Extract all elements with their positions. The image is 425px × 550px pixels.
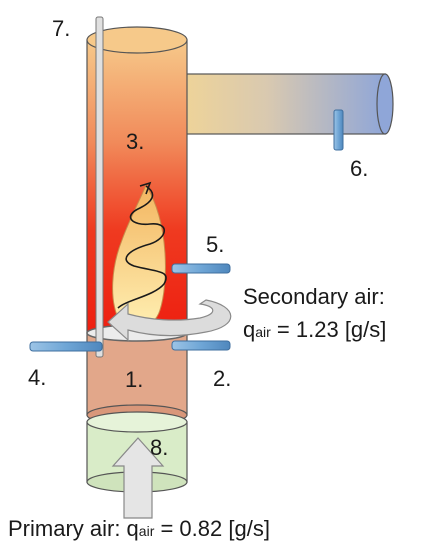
swirl-arrowhead — [139, 181, 152, 195]
label-2: 2. — [213, 366, 231, 391]
secondary-air-swirl-arrow — [107, 299, 232, 342]
label-1: 1. — [125, 367, 143, 392]
label-8: 8. — [150, 435, 168, 460]
label-6: 6. — [350, 156, 368, 181]
primary-air-prefix: Primary air: q — [8, 516, 139, 541]
label-7: 7. — [52, 16, 70, 41]
inlet-4-rod — [29, 341, 103, 352]
secondary-air-flow: qair = 1.23 [g/s] — [243, 317, 386, 342]
label-4: 4. — [28, 365, 46, 390]
primary-q-value: = 0.82 [g/s] — [154, 516, 270, 541]
secondary-q-symbol: q — [243, 317, 255, 342]
secondary-air-title: Secondary air: — [243, 284, 385, 309]
secondary-q-value: = 1.23 [g/s] — [271, 317, 387, 342]
inlet-2-rod — [171, 340, 231, 351]
primary-air-label: Primary air: qair = 0.82 [g/s] — [8, 516, 270, 541]
swirl-spiral — [117, 185, 167, 309]
primary-air-arrow — [111, 437, 165, 519]
label-3: 3. — [126, 129, 144, 154]
inlet-5-rod — [171, 263, 231, 274]
probe-6-rod — [333, 109, 344, 151]
primary-q-subscript: air — [139, 523, 155, 539]
thermocouple-7-rod — [95, 16, 104, 358]
secondary-q-subscript: air — [255, 324, 271, 340]
label-5: 5. — [206, 232, 224, 257]
exhaust-pipe — [149, 73, 394, 135]
